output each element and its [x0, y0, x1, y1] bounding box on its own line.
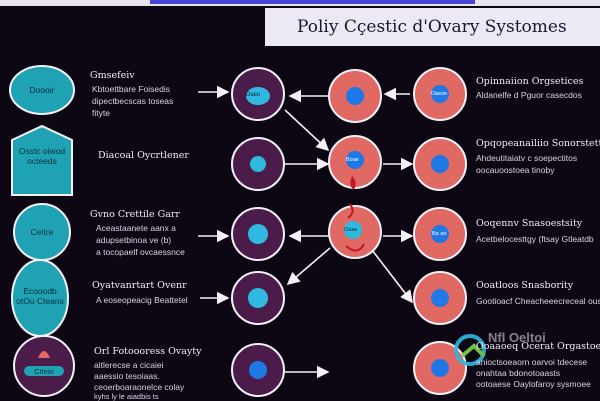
- col2-node-3-label: Oaae: [344, 227, 358, 233]
- right-text-4-line-1: Gootioacf Cheacheeecreceal ouscs: [476, 296, 600, 306]
- top-accent-strip: [0, 0, 600, 6]
- left-text-5-line-1: aitlerecse a cicaiei: [94, 360, 164, 370]
- left-shape-4-label: Ecooodb otOu Cteans: [16, 286, 64, 307]
- left-text-3-line-2: adupsetbinoa ve (b): [96, 235, 172, 245]
- left-shape-2-label: Osstc oiwod octeeds: [18, 146, 66, 167]
- col3-node-1-label: Dasoe: [431, 91, 447, 97]
- right-text-5-line-1: anioctsoeaorn oarvoi tdecese: [476, 357, 588, 367]
- left-text-4-heading: Oyatvanrtart Ovenr: [92, 280, 187, 291]
- left-text-3-heading: Gvno Crettile Garr: [90, 209, 180, 220]
- watermark-logo: [454, 334, 486, 366]
- left-text-4-line-1: A eoseopeacig Beattetel: [96, 295, 188, 305]
- right-text-5-heading: Ooaaoeq Ocerat Orgastoel: [476, 341, 600, 352]
- col2-node-2-label: Boae: [346, 157, 359, 163]
- col3-node-3-label: Ba ao: [432, 231, 447, 237]
- col3-node-1: [413, 67, 467, 121]
- left-text-1-heading: Gmsefeiv: [90, 70, 135, 81]
- right-text-1-line-1: Aldanelfe d Pguor casecdos: [476, 90, 582, 100]
- left-shape-5: [13, 335, 75, 397]
- col3-node-2: [413, 137, 467, 191]
- left-shape-1: [9, 65, 75, 115]
- left-text-5-line-2: aaessio tesoiaas.: [94, 371, 160, 381]
- col1-node-3: [231, 207, 285, 261]
- col3-node-5: [413, 341, 467, 395]
- right-text-1-heading: Opinnaiion Orgsetices: [476, 76, 584, 87]
- left-shape-5-label: Ctteio: [34, 367, 54, 376]
- right-text-3-heading: Ooqennv Snasoestsity: [476, 218, 583, 229]
- arrow-col2-to-col3-d: [371, 249, 413, 304]
- left-text-5-heading: Orl Fotoooress Ovayty: [94, 346, 202, 357]
- right-text-2-heading: Opqopeanailiio Sonorstettor: [476, 138, 600, 149]
- left-shape-1-label: Doooir: [29, 85, 55, 95]
- col1-node-4: [231, 271, 285, 325]
- right-text-2-line-2: oocauoostoea tinoby: [476, 165, 555, 175]
- left-text-1-line-1: Kbtoettbare Foisedis: [92, 84, 170, 94]
- right-text-5-line-2: onahtaa bdonotoaasts: [476, 368, 561, 378]
- col2-node-1: [328, 69, 382, 123]
- left-text-3-line-1: Aceastaanete aanx a: [96, 223, 176, 233]
- right-text-3-line-1: Acetbelocesttgy (ftsay Gtleatdb: [476, 234, 594, 244]
- col3-node-3: [413, 207, 467, 261]
- diagram-title: Poliy Cçestic d'Ovary Systomes: [265, 8, 600, 46]
- col1-node-1-label: Daeu: [246, 92, 261, 98]
- right-text-4-heading: Ooatloos Snasbority: [476, 280, 574, 291]
- col1-node-5: [231, 343, 285, 397]
- arrow-col1-to-col2-a: [284, 109, 330, 152]
- left-text-3-line-3: a tocopaelf ovcaessnce: [96, 247, 185, 257]
- col2-node-2: [328, 135, 382, 190]
- right-text-2-line-1: Ahdeutitaiatv c soepectitos: [476, 153, 578, 163]
- left-text-1-line-3: fityte: [92, 108, 110, 118]
- arrow-col2-to-col1-c: [286, 247, 331, 286]
- watermark-text: Nfl Oeltoi: [488, 330, 546, 345]
- right-text-5-line-3: ootoaese Oaylofaroy sysmoee: [476, 379, 591, 389]
- col2-node-3: [328, 203, 382, 259]
- col1-node-1: [231, 67, 285, 121]
- left-text-2-heading: Diacoal Oycrtlener: [98, 150, 189, 161]
- col3-node-4: [413, 271, 467, 325]
- left-text-1-line-2: dipectbecscas toseas: [92, 96, 174, 106]
- left-shape-3-label: Ceitre: [30, 227, 54, 237]
- left-text-5-line-4: kyhs ly le aiadbis ts: [94, 392, 159, 401]
- left-shape-2: [11, 124, 73, 196]
- left-text-5-line-3: ceoerboaraonelce colay: [94, 382, 185, 392]
- col1-node-2: [231, 137, 285, 191]
